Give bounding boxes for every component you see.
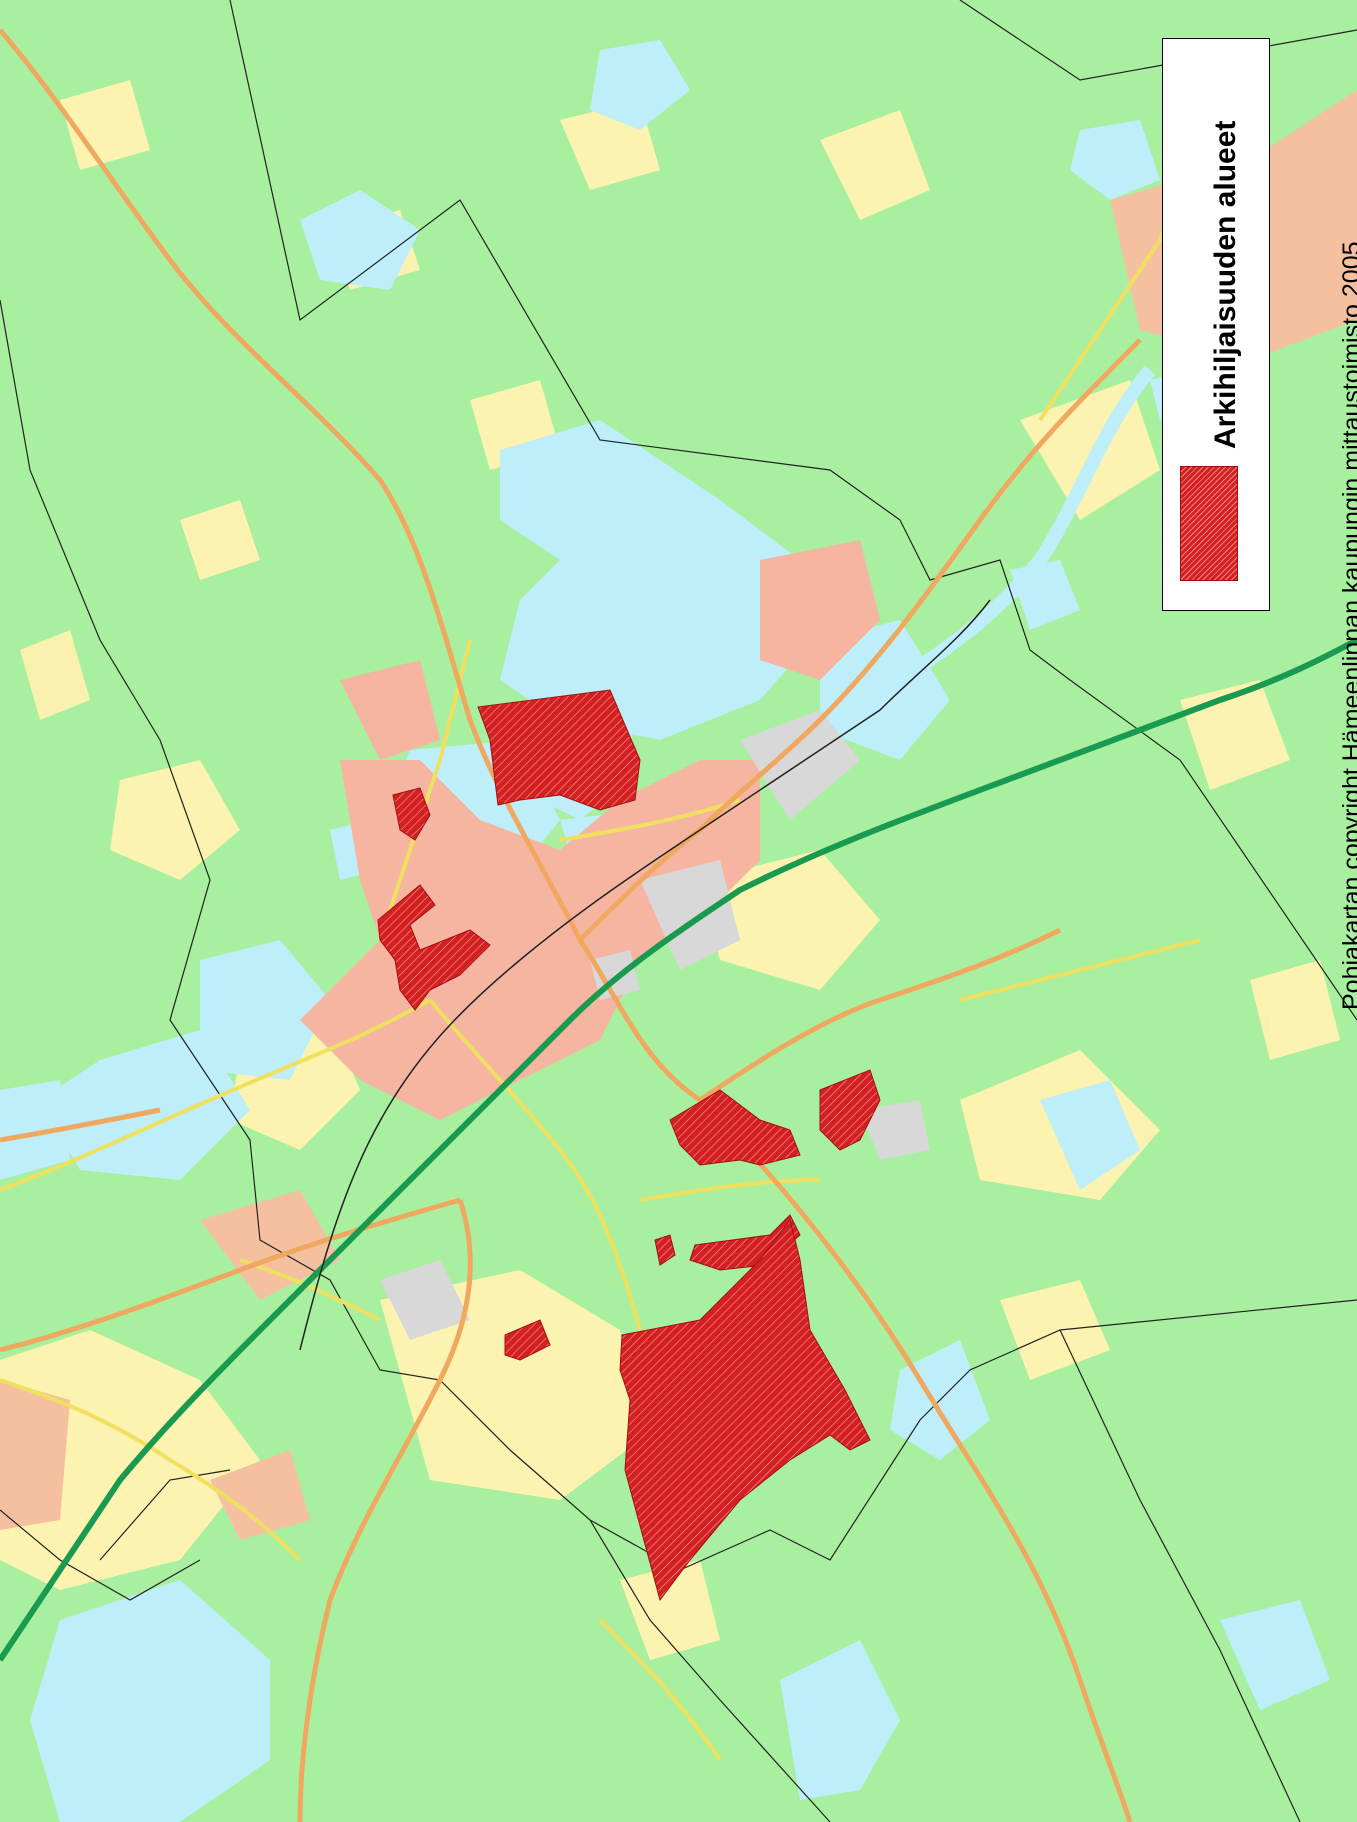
quiet-area-polygon <box>392 787 431 841</box>
main-roads <box>0 28 1142 1822</box>
quiet-areas <box>377 689 881 1602</box>
quiet-area-polygon <box>619 1218 871 1602</box>
legend-label: Arkihiljaisuuden alueet <box>1209 120 1242 449</box>
quiet-area-polygon <box>504 1319 551 1361</box>
railway <box>299 599 991 1351</box>
industrial-areas <box>380 710 930 1340</box>
quiet-area-polygon <box>819 1069 881 1151</box>
quiet-area-polygon <box>477 689 641 811</box>
quiet-area-polygon <box>654 1234 676 1266</box>
river <box>896 365 1156 686</box>
legend-swatch <box>1180 466 1238 581</box>
copyright-text: Pohjakartan copyright Hämeenlinnan kaupu… <box>1338 241 1357 1010</box>
motorway <box>0 637 1357 1662</box>
urban-area <box>300 540 880 1120</box>
quiet-area-polygon <box>669 1089 801 1166</box>
map-legend: Arkihiljaisuuden alueet <box>1162 38 1270 611</box>
quiet-area-polygon <box>377 884 491 1011</box>
